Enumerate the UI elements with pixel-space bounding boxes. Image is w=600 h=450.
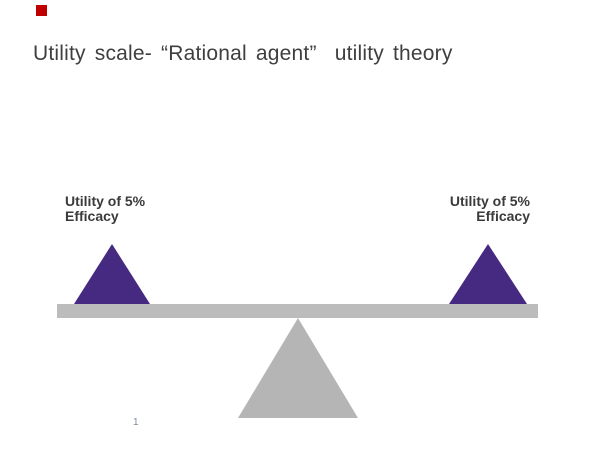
slide-title: Utility scale- “Rational agent” utility … [33,42,453,65]
left-weight-label-line2: Efficacy [65,208,119,224]
right-weight-triangle-icon [449,244,527,304]
red-square-decoration [36,5,47,16]
page-number: 1 [133,417,139,428]
left-weight-label-line1: Utility of 5% [65,193,146,209]
scale-beam [57,304,538,318]
left-weight-triangle-icon [74,244,150,304]
right-weight-label: Utility of 5% Efficacy [370,194,530,224]
fulcrum-triangle-icon [238,318,358,418]
left-weight-label: Utility of 5% Efficacy [65,194,225,224]
right-weight-label-line1: Utility of 5% [449,193,530,209]
right-weight-label-line2: Efficacy [476,208,530,224]
